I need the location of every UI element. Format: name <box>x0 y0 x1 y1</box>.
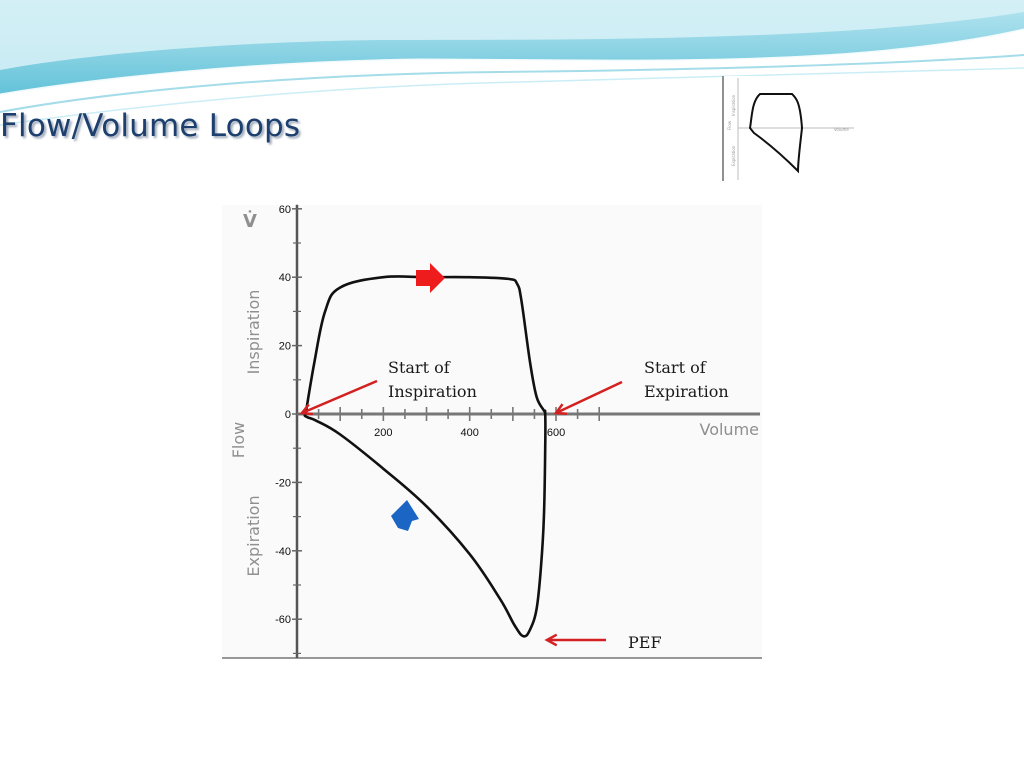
annotation-start-expiration: Start of Expiration <box>644 356 729 404</box>
y-tick-label: 0 <box>285 409 291 421</box>
thumbnail-loop-preview: Flow Inspiration Expiration Volume <box>722 76 854 181</box>
svg-text:Volume: Volume <box>834 127 849 132</box>
plot-area <box>222 205 762 658</box>
y-axis-symbol: V̇ <box>243 211 257 232</box>
annotation-start-inspiration: Start of Inspiration <box>388 356 477 404</box>
annotation-start-expiration-text: Start of Expiration <box>644 356 729 404</box>
expiration-direction-arrow <box>391 500 419 531</box>
x-tick-label: 600 <box>547 427 565 439</box>
y-tick-label: 60 <box>279 204 291 216</box>
svg-text:Expiration: Expiration <box>731 145 736 166</box>
arrow-start-inspiration-head <box>299 403 314 416</box>
y-positive-label: Inspiration <box>244 290 263 375</box>
slide-title: Flow/Volume Loops <box>0 108 301 144</box>
annotation-start-inspiration-text: Start of Inspiration <box>388 356 477 404</box>
annotation-pef: PEF <box>628 633 662 652</box>
arrow-pef-head <box>544 633 558 647</box>
y-axis-label: Flow <box>229 422 248 459</box>
x-tick-label: 400 <box>461 427 479 439</box>
y-tick-label: -60 <box>275 614 291 626</box>
x-tick-label: 200 <box>374 427 392 439</box>
arrow-start-expiration <box>555 380 623 415</box>
svg-text:Inspiration: Inspiration <box>731 94 736 116</box>
svg-text:Flow: Flow <box>727 120 732 130</box>
arrow-start-expiration-head <box>553 403 568 415</box>
annotation-line: Inspiration <box>388 382 477 401</box>
annotation-line: Expiration <box>644 382 729 401</box>
y-tick-label: 20 <box>279 341 291 353</box>
annotation-line: Start of <box>388 358 450 377</box>
wave-decoration <box>0 0 1024 126</box>
y-tick-label: 40 <box>279 272 291 284</box>
x-axis-label: Volume <box>699 420 759 439</box>
y-tick-label: -20 <box>275 477 291 489</box>
arrow-start-inspiration <box>301 379 378 415</box>
inspiration-direction-arrow <box>416 263 445 293</box>
y-tick-label: -40 <box>275 546 291 558</box>
y-negative-label: Expiration <box>244 495 263 576</box>
annotation-line: Start of <box>644 358 706 377</box>
